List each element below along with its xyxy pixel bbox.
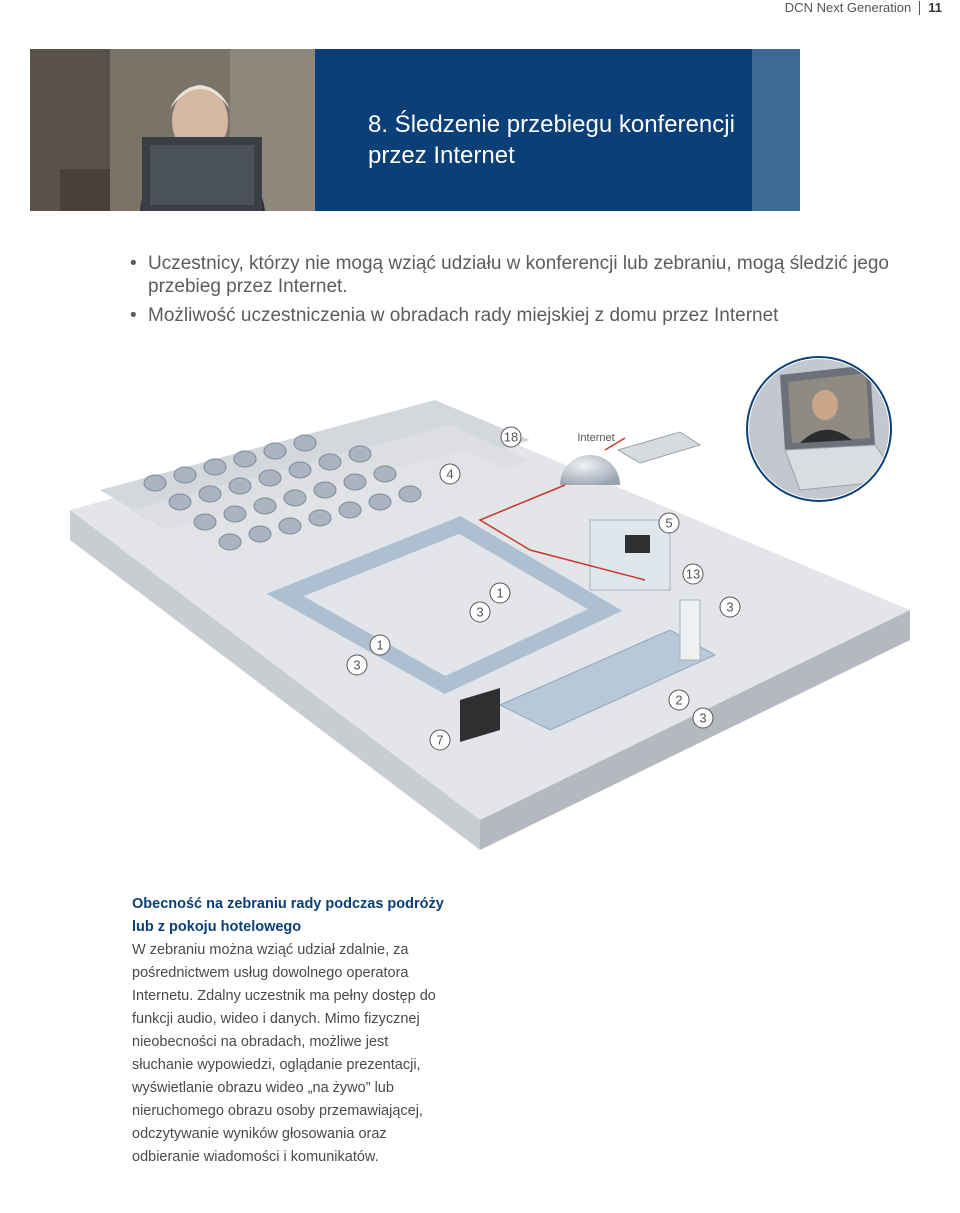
marker-1: 1: [496, 586, 503, 601]
header-divider: [919, 0, 921, 15]
marker-7: 7: [436, 733, 443, 748]
marker-13: 13: [686, 567, 700, 582]
system-diagram: 18 Internet 4 5 13 1 3 3 1 3 2 3 7: [60, 350, 960, 860]
feature-list: Uczestnicy, którzy nie mogą wziąć udział…: [130, 252, 920, 333]
caption-block: Obecność na zebraniu rady podczas podróż…: [132, 893, 452, 1169]
title-banner: 8. Śledzenie przebiegu konferencji przez…: [30, 49, 800, 211]
marker-4: 4: [446, 467, 453, 482]
marker-1: 1: [376, 638, 383, 653]
marker-3: 3: [476, 605, 483, 620]
marker-18: 18: [504, 430, 518, 445]
section-title: 8. Śledzenie przebiegu konferencji przez…: [368, 111, 735, 169]
marker-2: 2: [675, 693, 682, 708]
internet-label: Internet: [577, 432, 614, 444]
marker-3: 3: [726, 600, 733, 615]
list-item: Uczestnicy, którzy nie mogą wziąć udział…: [130, 252, 920, 298]
marker-3: 3: [353, 658, 360, 673]
caption-title: Obecność na zebraniu rady podczas podróż…: [132, 896, 444, 935]
page-header: DCN Next Generation 11: [785, 0, 942, 15]
marker-5: 5: [665, 516, 672, 531]
document-title: DCN Next Generation: [784, 0, 912, 15]
list-item: Możliwość uczestniczenia w obradach rady…: [130, 304, 920, 327]
marker-3: 3: [699, 711, 706, 726]
page-number: 11: [928, 0, 942, 15]
delegate-photo: [30, 49, 315, 211]
banner-edge: [752, 49, 800, 211]
caption-body: W zebraniu można wziąć udział zdalnie, z…: [132, 942, 436, 1165]
